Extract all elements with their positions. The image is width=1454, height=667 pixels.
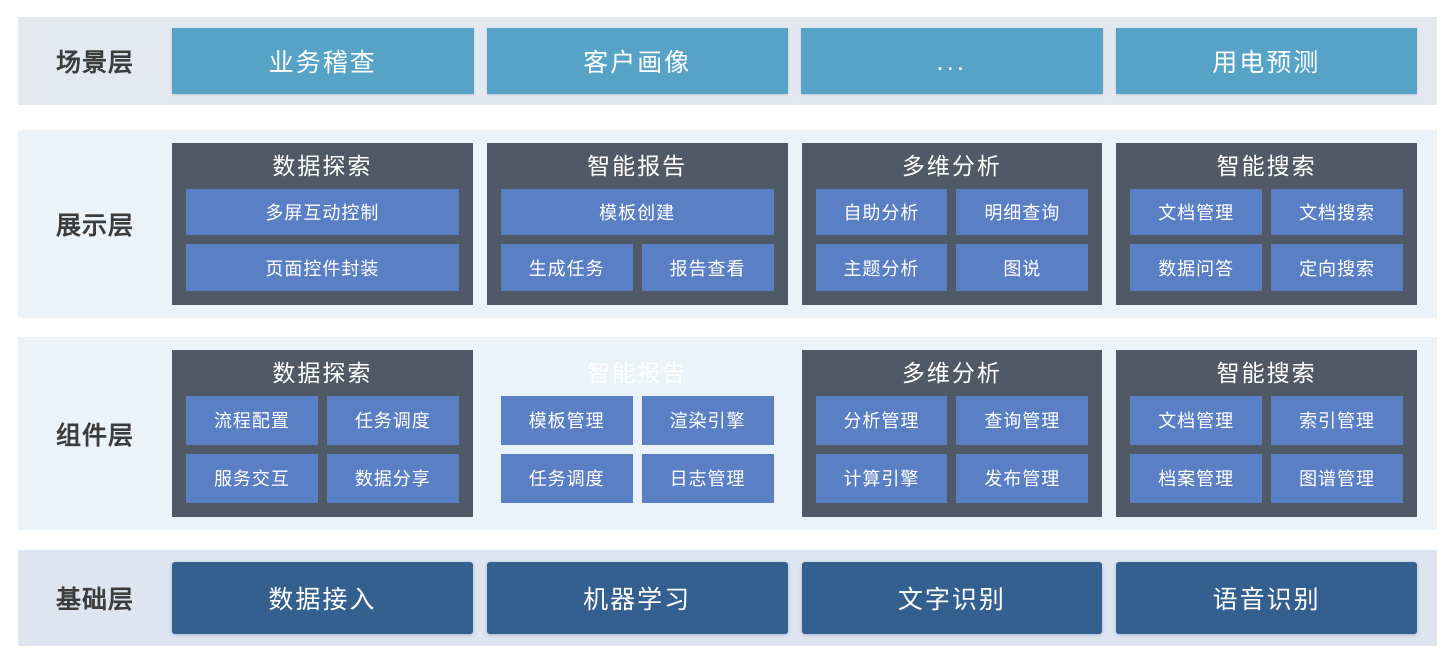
chip-knowledge-graph-management[interactable]: 图谱管理 [1271,453,1403,503]
chip-template-management[interactable]: 模板管理 [500,395,633,445]
panel-chip-row: 档案管理 图谱管理 [1130,453,1403,503]
chip-log-management[interactable]: 日志管理 [641,453,774,503]
component-panel-data-exploration[interactable]: 数据探索 流程配置 任务调度 服务交互 数据分享 [172,350,473,517]
panel-title: 智能报告 [587,360,688,386]
chip-multiscreen-interactive-control[interactable]: 多屏互动控制 [186,188,459,236]
panel-chip-row: 服务交互 数据分享 [186,453,459,503]
chip-chart-narration[interactable]: 图说 [956,244,1089,291]
panel-chip-row: 任务调度 日志管理 [500,453,774,503]
panel-chip-row: 页面控件封装 [186,244,459,291]
panel-chip-row: 数据问答 定向搜索 [1130,244,1403,291]
layer-band-scene: 场景层 业务稽查 客户画像 ... 用电预测 [18,17,1437,105]
display-panel-intelligent-search[interactable]: 智能搜索 文档管理 文档搜索 数据问答 定向搜索 [1116,143,1417,305]
chip-document-search[interactable]: 文档搜索 [1271,188,1403,236]
panel-chip-grid: 文档管理 索引管理 档案管理 图谱管理 [1130,395,1403,503]
chip-task-scheduling[interactable]: 任务调度 [326,395,459,445]
component-panel-intelligent-search[interactable]: 智能搜索 文档管理 索引管理 档案管理 图谱管理 [1116,350,1417,517]
layer-band-component: 组件层 数据探索 流程配置 任务调度 服务交互 数据分享 [18,337,1437,530]
component-panel-row: 数据探索 流程配置 任务调度 服务交互 数据分享 智能报告 [172,337,1437,530]
chip-self-service-analysis[interactable]: 自助分析 [815,188,948,236]
chip-detail-query[interactable]: 明细查询 [956,188,1089,236]
chip-archive-management[interactable]: 档案管理 [1130,453,1263,503]
chip-task-scheduling[interactable]: 任务调度 [500,453,633,503]
layer-label-component: 组件层 [55,421,134,450]
panel-title: 多维分析 [901,360,1002,386]
panel-title: 智能搜索 [1216,153,1317,179]
chip-analysis-management[interactable]: 分析管理 [815,395,948,445]
scene-tile-customer-profile[interactable]: 客户画像 [486,28,788,94]
panel-chip-row: 生成任务 报告查看 [500,244,774,291]
scene-tile-power-forecast[interactable]: 用电预测 [1115,28,1417,94]
chip-index-management[interactable]: 索引管理 [1271,395,1403,445]
layer-label-scene: 场景层 [55,49,134,77]
layer-band-base: 基础层 数据接入 机器学习 文字识别 语音识别 [18,550,1437,646]
panel-title: 多维分析 [901,153,1002,179]
chip-data-sharing[interactable]: 数据分享 [326,453,459,503]
panel-title: 数据探索 [272,360,373,386]
base-layer-content: 数据接入 机器学习 文字识别 语音识别 [172,550,1437,646]
panel-chip-row: 多屏互动控制 [186,188,459,236]
panel-chip-row: 文档管理 索引管理 [1130,395,1403,445]
chip-query-management[interactable]: 查询管理 [956,395,1089,445]
chip-report-view[interactable]: 报告查看 [641,244,774,291]
chip-template-creation[interactable]: 模板创建 [500,188,774,236]
panel-chip-grid: 自助分析 明细查询 主题分析 图说 [815,188,1089,291]
base-tile-text-recognition[interactable]: 文字识别 [801,562,1103,634]
layer-label-display: 展示层 [55,212,134,240]
scene-tile-row: 业务稽查 客户画像 ... 用电预测 [172,17,1437,105]
chip-document-management[interactable]: 文档管理 [1130,188,1263,236]
display-layer-content: 数据探索 多屏互动控制 页面控件封装 智能报告 模板创建 [172,130,1437,318]
panel-chip-row: 分析管理 查询管理 [815,395,1089,445]
panel-chip-grid: 分析管理 查询管理 计算引擎 发布管理 [815,395,1089,503]
panel-title: 数据探索 [272,153,373,179]
display-panel-intelligent-report[interactable]: 智能报告 模板创建 生成任务 报告查看 [486,143,788,305]
chip-topic-analysis[interactable]: 主题分析 [815,244,948,291]
chip-targeted-search[interactable]: 定向搜索 [1271,244,1403,291]
chip-data-qa[interactable]: 数据问答 [1130,244,1263,291]
layer-band-display: 展示层 数据探索 多屏互动控制 页面控件封装 智能报告 [18,130,1437,318]
base-tile-row: 数据接入 机器学习 文字识别 语音识别 [172,550,1437,646]
panel-chip-row: 主题分析 图说 [815,244,1089,291]
panel-chip-row: 模板管理 渲染引擎 [500,395,774,445]
component-layer-content: 数据探索 流程配置 任务调度 服务交互 数据分享 智能报告 [172,337,1437,530]
chip-generate-task[interactable]: 生成任务 [500,244,633,291]
chip-publishing-management[interactable]: 发布管理 [956,453,1089,503]
panel-chip-row: 计算引擎 发布管理 [815,453,1089,503]
scene-tile-business-audit[interactable]: 业务稽查 [172,28,474,94]
display-panel-row: 数据探索 多屏互动控制 页面控件封装 智能报告 模板创建 [172,130,1437,318]
panel-title: 智能报告 [587,153,688,179]
panel-title: 智能搜索 [1216,360,1317,386]
chip-document-management[interactable]: 文档管理 [1130,395,1263,445]
display-panel-multidimensional-analysis[interactable]: 多维分析 自助分析 明细查询 主题分析 图说 [801,143,1103,305]
base-tile-speech-recognition[interactable]: 语音识别 [1116,562,1417,634]
panel-chip-row: 文档管理 文档搜索 [1130,188,1403,236]
panel-chip-grid: 模板创建 生成任务 报告查看 [500,188,774,291]
panel-chip-grid: 多屏互动控制 页面控件封装 [186,188,459,291]
chip-page-widget-packaging[interactable]: 页面控件封装 [186,244,459,291]
display-panel-data-exploration[interactable]: 数据探索 多屏互动控制 页面控件封装 [172,143,473,305]
layer-label-base: 基础层 [55,586,134,614]
panel-chip-row: 模板创建 [500,188,774,236]
panel-chip-row: 流程配置 任务调度 [186,395,459,445]
base-tile-machine-learning[interactable]: 机器学习 [486,562,788,634]
panel-chip-grid: 文档管理 文档搜索 数据问答 定向搜索 [1130,188,1403,291]
component-panel-multidimensional-analysis[interactable]: 多维分析 分析管理 查询管理 计算引擎 发布管理 [801,350,1103,517]
chip-service-interaction[interactable]: 服务交互 [186,453,318,503]
scene-layer-content: 业务稽查 客户画像 ... 用电预测 [172,17,1437,105]
component-panel-intelligent-report[interactable]: 智能报告 模板管理 渲染引擎 任务调度 日志管理 [487,350,788,517]
base-tile-data-ingestion[interactable]: 数据接入 [172,562,473,634]
chip-process-configuration[interactable]: 流程配置 [186,395,318,445]
panel-chip-row: 自助分析 明细查询 [815,188,1089,236]
chip-computing-engine[interactable]: 计算引擎 [815,453,948,503]
panel-chip-grid: 流程配置 任务调度 服务交互 数据分享 [186,395,459,503]
panel-chip-grid: 模板管理 渲染引擎 任务调度 日志管理 [500,395,774,503]
scene-tile-more[interactable]: ... [801,28,1103,94]
chip-rendering-engine[interactable]: 渲染引擎 [641,395,774,445]
